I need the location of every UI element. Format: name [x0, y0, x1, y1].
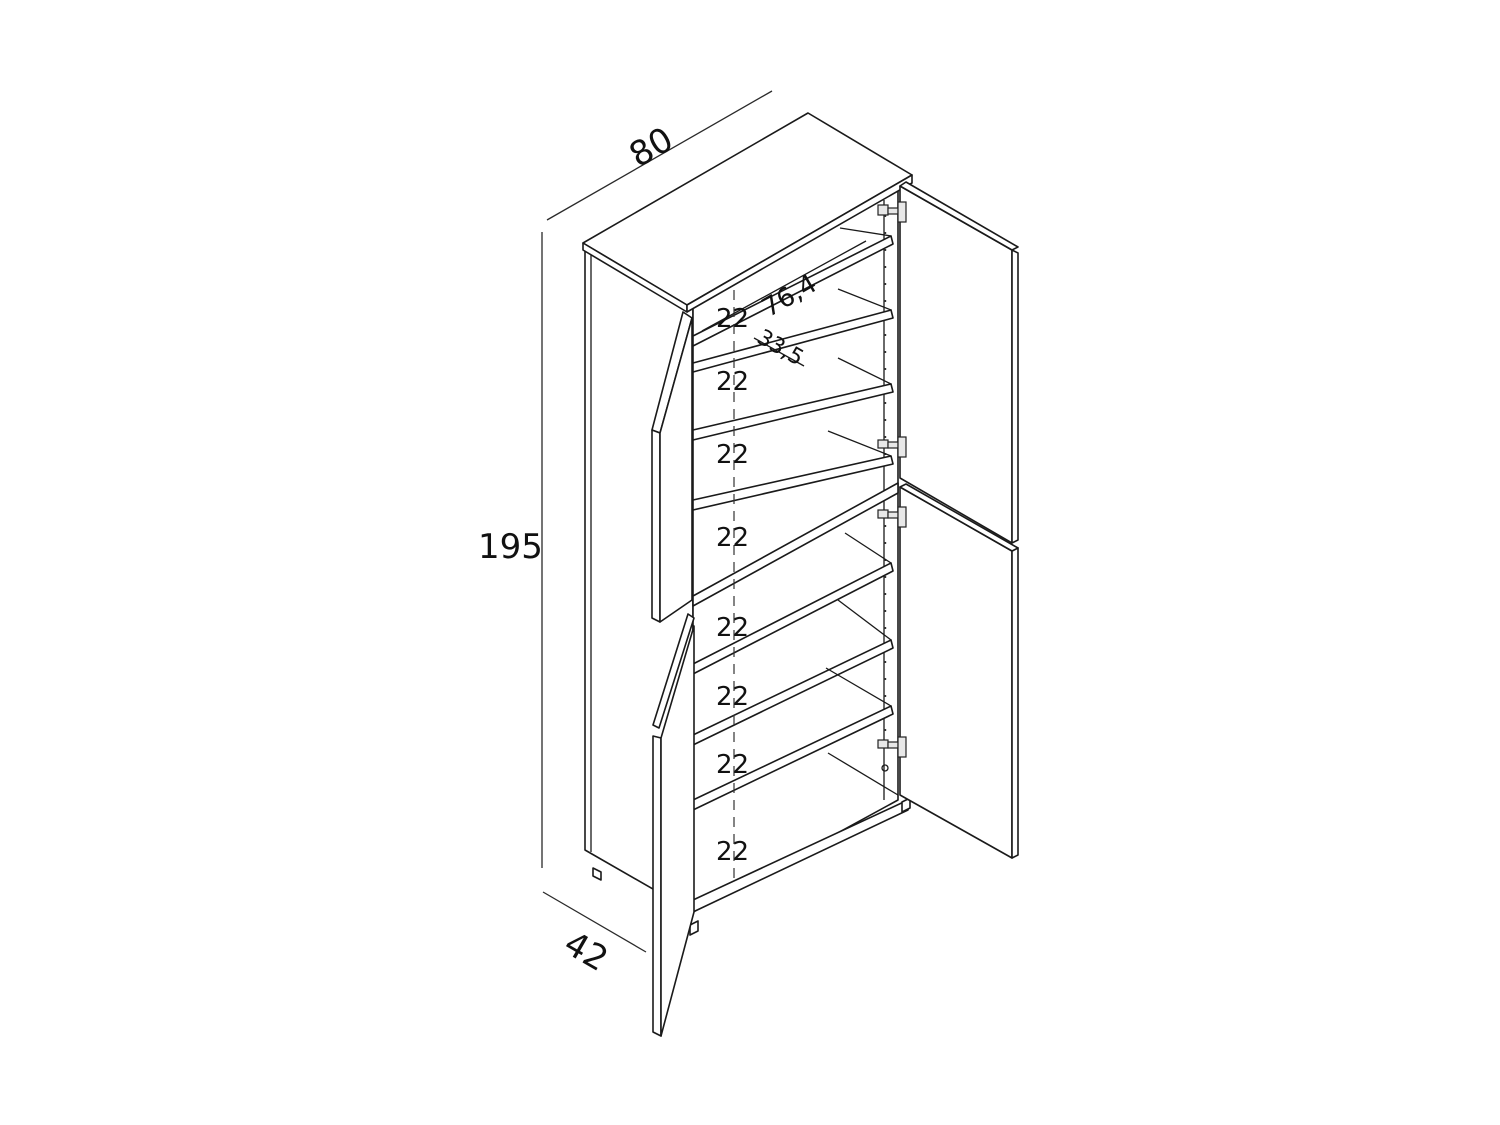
- shelf-2: [692, 309, 894, 373]
- shelves: [689, 227, 911, 936]
- shelf-depth-dimension-line: [753, 337, 805, 367]
- width-label: 80: [623, 120, 680, 176]
- shelf-width-dimension-line: [701, 240, 867, 332]
- spacing-label: 22: [716, 682, 749, 712]
- cam-lock-hole: [881, 764, 889, 772]
- left-upper-door: [651, 311, 693, 623]
- hinge-icon: [877, 201, 907, 223]
- depth-dimension-line: [542, 891, 647, 953]
- spacing-label: 22: [716, 613, 749, 643]
- shelf-spacing-labels: 22 22 22 22 22 22 22 22: [716, 304, 749, 867]
- spacing-label: 22: [716, 440, 749, 470]
- depth-label: 42: [557, 924, 614, 980]
- width-dimension-line: [546, 90, 773, 221]
- right-lower-door: [899, 483, 1019, 859]
- hinge-icon: [877, 506, 907, 528]
- right-upper-door: [899, 181, 1019, 544]
- hinge-icon: [877, 736, 907, 758]
- dimension-lines: [541, 90, 773, 953]
- spacing-label: 22: [716, 304, 749, 334]
- spacing-label: 22: [716, 750, 749, 780]
- spacing-label: 22: [716, 523, 749, 553]
- shelf-4: [692, 455, 894, 511]
- hinges: [877, 201, 907, 758]
- middle-fixed-shelf: [692, 482, 899, 607]
- spacing-label: 22: [716, 367, 749, 397]
- top-panel: [582, 112, 913, 313]
- hinge-icon: [877, 436, 907, 458]
- left-lower-door: [652, 613, 695, 1037]
- spacing-label: 22: [716, 837, 749, 867]
- shelf-3: [692, 383, 894, 441]
- shelf-1: [692, 235, 894, 347]
- height-label: 195: [478, 527, 543, 567]
